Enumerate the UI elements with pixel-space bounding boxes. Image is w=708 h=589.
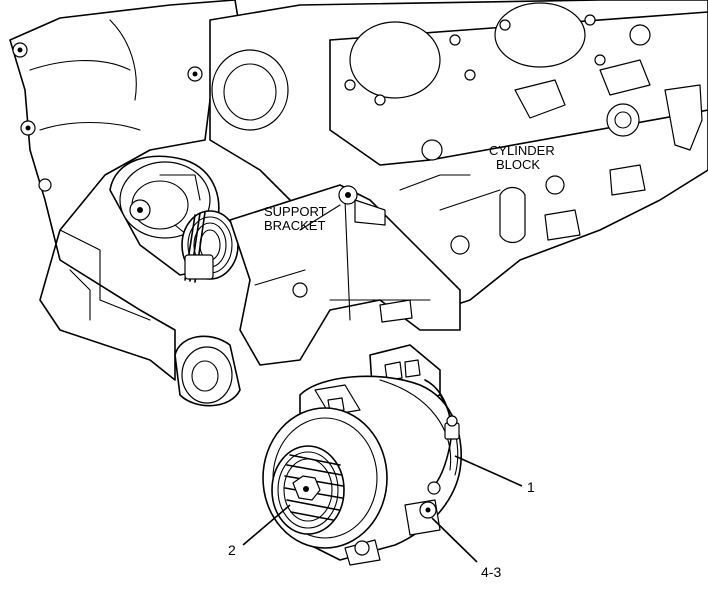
callout-2-leader [242,504,291,546]
callout-2: 2 [228,542,236,558]
belt-tensioner [109,155,239,283]
callout-4-3: 4-3 [481,564,501,580]
support-bracket-label-line1: SUPPORT [264,204,327,219]
idler-pulley-lower [174,335,241,407]
front-cover-housing [9,0,241,381]
callout-1: 1 [527,479,535,495]
callout-4-3-leader [431,517,478,563]
alternator [262,344,462,566]
support-bracket-label-line2: BRACKET [264,218,325,233]
cylinder-block-label-line2: BLOCK [496,157,540,172]
cylinder-block-label-line1: CYLINDER [489,143,555,158]
callout-1-leader [454,455,523,487]
support-bracket [229,184,461,366]
